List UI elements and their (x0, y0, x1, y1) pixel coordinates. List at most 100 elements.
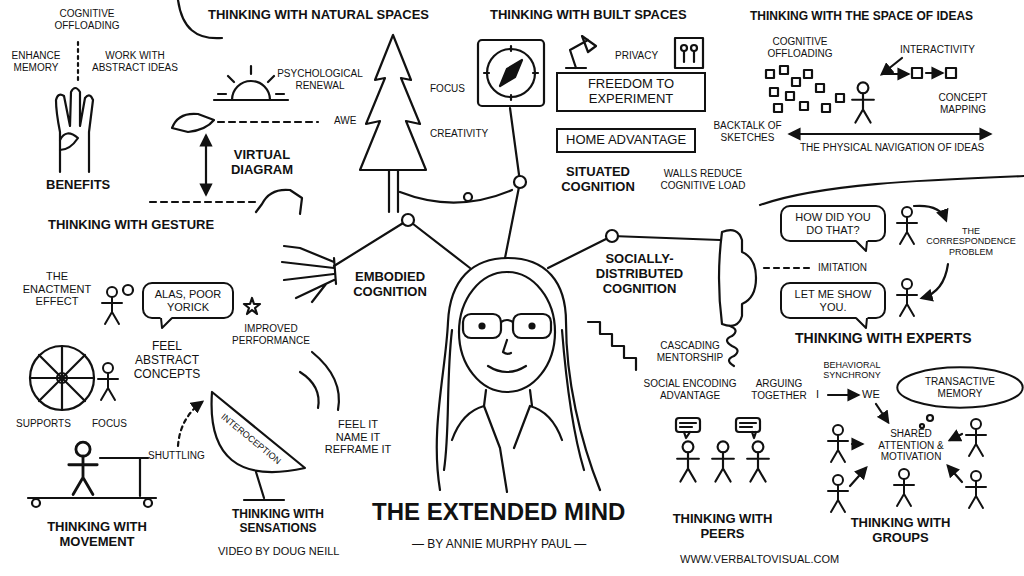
tree (400, 190, 512, 203)
sticky-notes (774, 104, 782, 112)
section-heading: THINKING WITH GESTURE (48, 218, 214, 233)
group-figures (948, 466, 962, 482)
satellite-dish (244, 472, 284, 500)
gesture-diagram (172, 114, 214, 132)
telephone (719, 230, 756, 326)
label-text: IMITATION (818, 262, 867, 274)
compass (500, 60, 522, 86)
node-text: FREEDOM TO EXPERIMENT (566, 77, 696, 107)
stairs (588, 322, 636, 370)
label-text: BEHAVIORAL SYNCHRONY (812, 360, 892, 381)
treadmill-desk (69, 442, 97, 494)
section-heading: SITUATED COGNITION (548, 165, 648, 195)
bubble-tail (856, 241, 867, 251)
sticky-notes (780, 66, 788, 74)
bubble-tail (856, 318, 867, 328)
author-portrait (501, 320, 513, 322)
sticky-notes (766, 66, 844, 112)
author-portrait (530, 324, 535, 329)
node-text: TRANSACTIVE MEMORY (915, 376, 1005, 399)
label-text: THE CORRESPONDENCE PROBLEM (922, 226, 1020, 257)
wheel (30, 346, 94, 410)
benefits-hand (56, 88, 93, 172)
cloud-outline (897, 367, 1022, 407)
peer-figures (676, 418, 700, 432)
sun (214, 66, 288, 100)
wheel (30, 346, 118, 410)
group-figures (966, 471, 986, 508)
satellite-dish (178, 402, 202, 446)
author-portrait (480, 324, 485, 329)
expert-figures (897, 207, 917, 244)
section-heading: SOCIALLY-DISTRIBUTED COGNITION (572, 252, 707, 297)
treadmill-desk (28, 458, 156, 498)
section-heading: THINKING WITH GROUPS (838, 516, 963, 546)
sign-box: HOME ADVANTAGE (556, 128, 696, 153)
label-text: COGNITIVE OFFLOADING (42, 8, 132, 31)
thought-cloud: TRANSACTIVE MEMORY (896, 366, 1024, 409)
mind-stalks (606, 230, 618, 242)
satellite-dish (312, 352, 339, 410)
label-text: FOCUS (430, 83, 465, 95)
expert-figures (914, 206, 946, 220)
author-portrait (459, 272, 555, 392)
enactment-figure (102, 287, 122, 324)
node-text: HOME ADVANTAGE (566, 133, 686, 148)
stairs (588, 322, 636, 370)
mind-stalks (402, 214, 414, 226)
glove-hand (282, 246, 336, 302)
treadmill-desk (32, 499, 40, 507)
author-portrait (452, 406, 562, 492)
section-heading: THINKING WITH SENSATIONS (222, 508, 334, 536)
wheel (98, 363, 118, 400)
node-text: HOW DID YOU DO THAT? (790, 211, 876, 236)
label-text: SUPPORTS (16, 418, 71, 430)
mind-stalks (334, 220, 470, 268)
enactment-figure (123, 285, 133, 295)
label-text: THE PHYSICAL NAVIGATION OF IDEAS (800, 142, 984, 154)
picture-frame (675, 38, 703, 68)
label-text: ENHANCE MEMORY (4, 50, 68, 73)
section-heading: EMBODIED COGNITION (340, 270, 440, 300)
peer-figures (740, 423, 756, 438)
idea-navigator (884, 73, 908, 75)
diagram-title: THE EXTENDED MIND (372, 498, 625, 526)
author-portrait (503, 340, 511, 354)
tree (389, 170, 398, 212)
label-text: VIDEO BY DOUG NEILL (218, 545, 339, 558)
label-text: WORK WITH ABSTRACT IDEAS (90, 50, 180, 73)
label-text: INTERACTIVITY (900, 44, 975, 56)
compass (487, 49, 535, 97)
label-text: SHARED ATTENTION & MOTIVATION (866, 428, 956, 463)
label-text: COGNITIVE OFFLOADING (760, 36, 840, 59)
star (244, 298, 260, 314)
label-text: THE ENACTMENT EFFECT (16, 270, 98, 308)
section-heading: THINKING WITH PEERS (660, 512, 785, 542)
picture-frame (684, 51, 694, 62)
peer-figures (676, 418, 769, 482)
gesture-diagram (218, 121, 318, 123)
desk-lamp (566, 36, 596, 68)
compass (478, 40, 544, 106)
idea-navigator (946, 68, 956, 78)
section-divider (178, 0, 1024, 205)
satellite-dish (212, 392, 305, 472)
bubble-tail (854, 240, 870, 252)
label-text: BACKTALK OF SKETCHES (705, 120, 790, 143)
treadmill-desk (144, 499, 152, 507)
section-heading: THINKING WITH EXPERTS (795, 330, 972, 346)
group-figures (920, 424, 924, 428)
author-portrait (437, 258, 600, 490)
idea-navigator (912, 68, 922, 78)
sketch-illustration (28, 0, 1024, 512)
gesture-diagram (150, 201, 258, 203)
treadmill-desk (28, 442, 156, 507)
label-text: ARGUING TOGETHER (748, 378, 810, 401)
group-figures (828, 425, 848, 462)
satellite-dish (300, 372, 319, 408)
benefits-hand (56, 42, 93, 172)
gesture-diagram (205, 136, 207, 194)
gesture-diagram (150, 114, 318, 214)
idea-navigator (852, 82, 874, 122)
sticky-notes (766, 70, 774, 78)
